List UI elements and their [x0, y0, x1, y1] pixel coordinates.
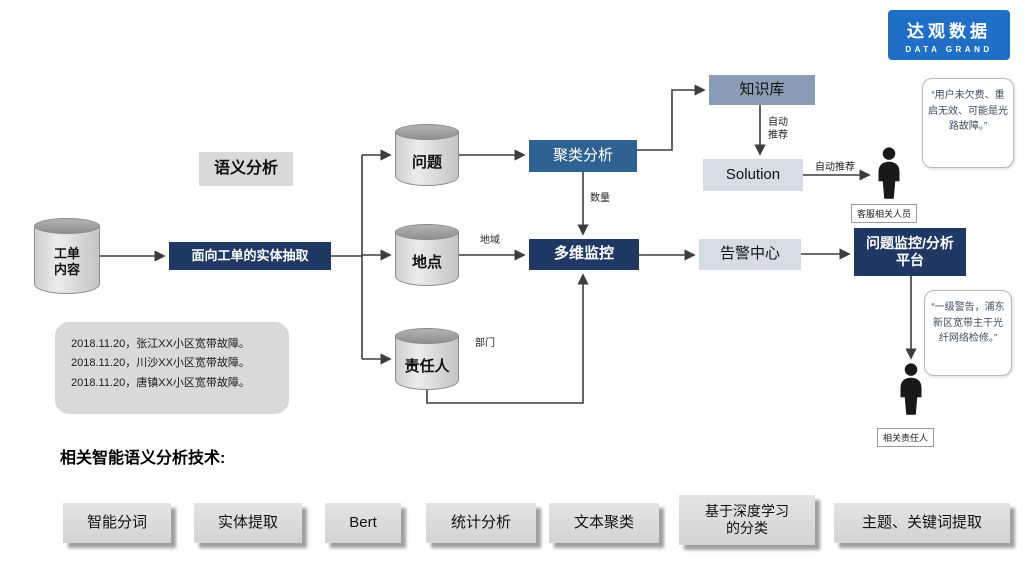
entity-cylinder-owner: 责任人: [395, 328, 459, 390]
owner-person-tag: 相关责任人: [877, 428, 935, 447]
cylinder-top: [395, 124, 459, 140]
sample-line: 2018.11.20，唐镇XX小区宽带故障。: [71, 376, 250, 389]
brand-logo: 达观数据 DATA GRAND: [888, 10, 1010, 60]
sample-work-orders: 2018.11.20，张江XX小区宽带故障。 2018.11.20，川沙XX小区…: [55, 322, 289, 414]
brand-name: 达观数据: [907, 21, 991, 41]
entity-cylinder-problem: 问题: [395, 124, 459, 186]
multi-monitor-box: 多维监控: [529, 239, 639, 270]
entity-extraction-box: 面向工单的实体抽取: [169, 242, 331, 270]
cluster-analysis-box: 聚类分析: [529, 140, 637, 172]
cylinder-body: [395, 132, 459, 186]
source-cylinder-work-order: 工单内容: [34, 218, 100, 294]
platform-box: 问题监控/分析平台: [854, 228, 966, 276]
entity-cylinder-location: 地点: [395, 224, 459, 286]
auto-recommend-right-label: 自动推荐: [815, 162, 855, 173]
cylinder-top: [34, 218, 100, 234]
techniques-title: 相关智能语义分析技术:: [60, 450, 226, 467]
tech-box-entity-extraction: 实体提取: [194, 503, 302, 543]
entity-location-label: 地点: [411, 253, 442, 271]
edge-label-quantity: 数量: [590, 193, 610, 204]
alert-center-box: 告警中心: [699, 239, 801, 270]
service-person-icon: [874, 146, 904, 200]
source-cylinder-label: 工单内容: [53, 245, 80, 277]
entity-owner-label: 责任人: [404, 357, 450, 375]
sample-line: 2018.11.20，张江XX小区宽带故障。: [71, 338, 250, 350]
tech-box-text-clustering: 文本聚类: [549, 503, 659, 543]
cylinder-body: [34, 226, 100, 294]
semantic-analysis-label: 语义分析: [199, 152, 293, 186]
tech-box-bert: Bert: [325, 503, 401, 543]
tech-box-deep-learning-classification: 基于深度学习的分类: [679, 495, 815, 545]
owner-quote-bubble: “一级警告，浦东新区宽带主干光纤网络检修。”: [924, 290, 1012, 376]
tech-box-topic-keyword-extraction: 主题、关键词提取: [834, 503, 1010, 543]
entity-problem-label: 问题: [411, 153, 442, 171]
brand-name-en: DATA GRAND: [905, 44, 993, 54]
knowledge-base-box: 知识库: [709, 75, 815, 105]
service-quote-bubble: “用户未欠费、重启无效、可能是光路故障。”: [922, 78, 1014, 168]
solution-box: Solution: [703, 159, 803, 191]
edge-label-region: 地域: [480, 235, 500, 246]
edge-label-department: 部门: [475, 338, 495, 349]
sample-line: 2018.11.20，川沙XX小区宽带故障。: [71, 357, 250, 370]
service-person-tag: 客服相关人员: [851, 204, 918, 223]
owner-person-icon: [896, 362, 926, 416]
tech-box-statistical-analysis: 统计分析: [426, 503, 536, 543]
tech-box-word-segmentation: 智能分词: [63, 503, 171, 543]
auto-recommend-down-label: 自动推荐: [768, 117, 788, 141]
cylinder-top: [395, 224, 459, 240]
